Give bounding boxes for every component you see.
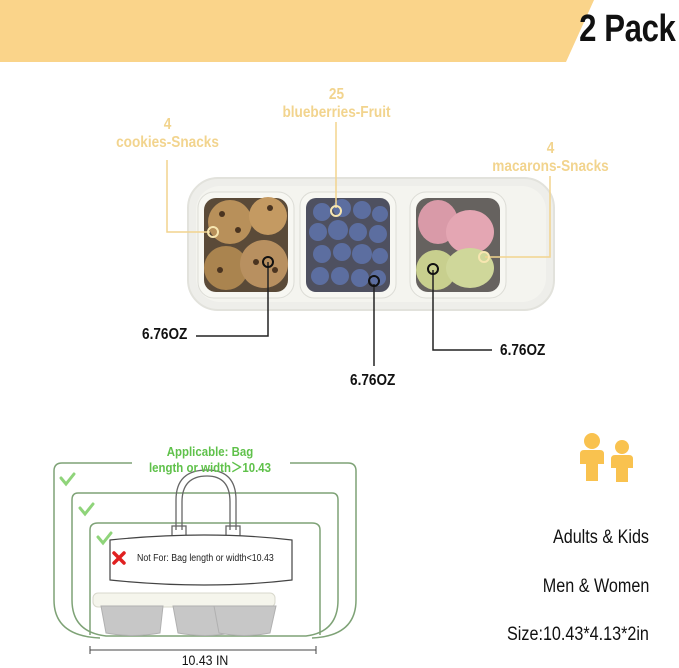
- macarons-label: macarons-Snacks: [492, 158, 609, 175]
- bag-fit-diagram: [53, 462, 357, 654]
- audience-adults-kids: Adults & Kids: [552, 527, 649, 548]
- people-icon: [580, 433, 633, 482]
- blueberries-label: blueberries-Fruit: [282, 104, 391, 121]
- pack-title: 2 Pack: [578, 8, 676, 50]
- macarons-count: 4: [546, 140, 555, 157]
- applicable-label: Applicable: Bag length or width＞10.43: [141, 444, 278, 476]
- not-for-label: Not For: Bag length or width<10.43: [137, 553, 274, 564]
- capacity-middle: 6.76OZ: [350, 372, 396, 389]
- applicable-line1: Applicable: Bag: [166, 444, 254, 459]
- blueberries-count: 25: [328, 86, 345, 103]
- macarons-callout: 4 macarons-Snacks: [489, 140, 612, 176]
- audience-men-women: Men & Women: [542, 576, 649, 597]
- size-spec: Size:10.43*4.13*2in: [507, 624, 649, 645]
- header-banner: [0, 0, 594, 62]
- cookies-label: cookies-Snacks: [116, 134, 219, 151]
- cookies-count: 4: [163, 116, 172, 133]
- applicable-line2: length or width＞10.43: [148, 460, 272, 475]
- blueberries-callout: 25 blueberries-Fruit: [275, 86, 398, 122]
- cookies-callout: 4 cookies-Snacks: [110, 116, 225, 152]
- capacity-left: 6.76OZ: [142, 326, 188, 343]
- container-illustration: [166, 122, 555, 366]
- capacity-right: 6.76OZ: [500, 342, 546, 359]
- dimension-label: 10.43 IN: [181, 652, 229, 668]
